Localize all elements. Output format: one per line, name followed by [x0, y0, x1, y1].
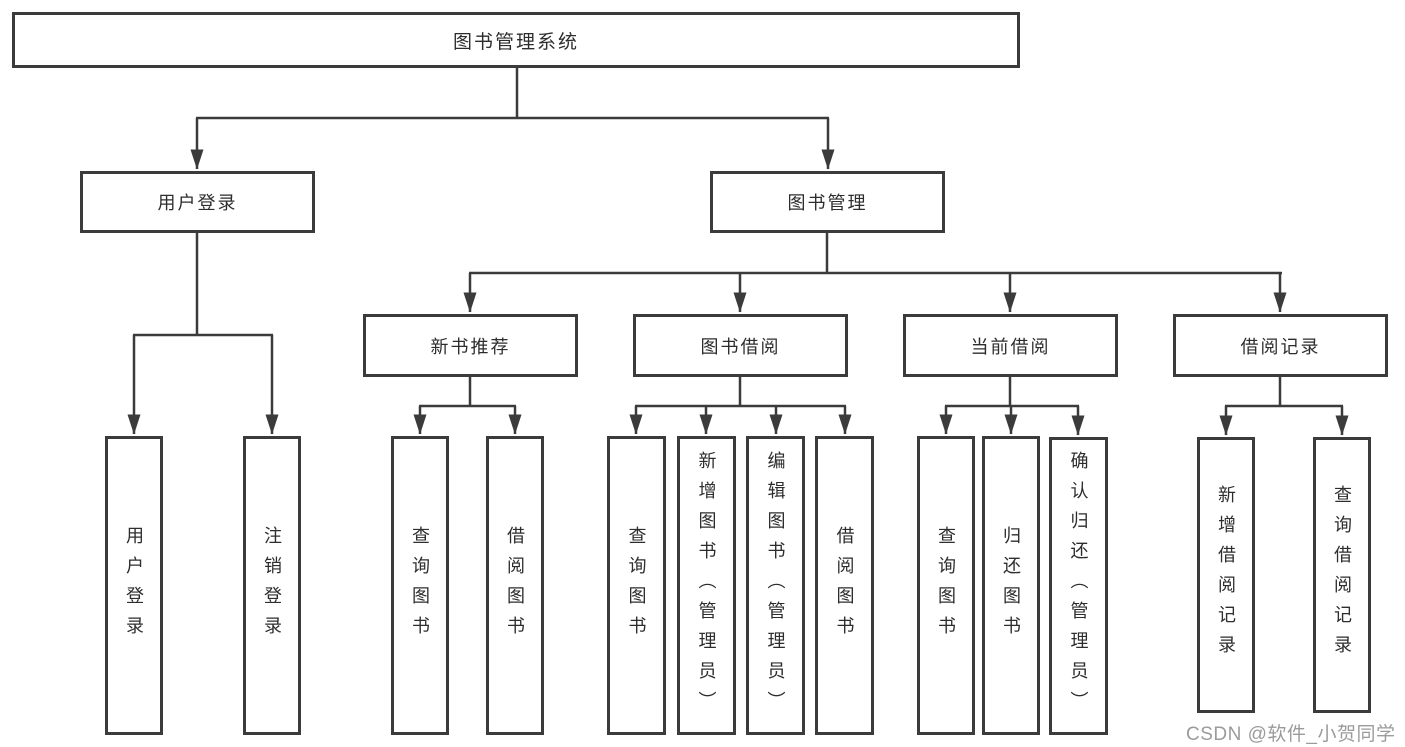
- leaf-borrow-books-recommend-label: 借阅图书: [505, 525, 525, 646]
- node-current-borrowing-label: 当前借阅: [970, 336, 1051, 357]
- leaf-edit-books-admin-label: 编辑图书（管理员）: [765, 450, 786, 721]
- connector-mgmt-to-level3: [463, 233, 1287, 313]
- connector-section-records: [1219, 377, 1349, 436]
- node-current-borrowing: 当前借阅: [903, 314, 1118, 377]
- leaf-borrow-books-recommend: 借阅图书: [486, 436, 544, 735]
- connector-section-current: [939, 377, 1085, 436]
- leaf-add-borrow-record-label: 新增借阅记录: [1216, 485, 1236, 665]
- leaf-logout-label: 注销登录: [262, 525, 282, 646]
- node-borrowing-records-label: 借阅记录: [1240, 336, 1321, 357]
- leaf-query-books-recommend-label: 查询图书: [410, 525, 430, 646]
- connector-root-to-level2: [190, 68, 835, 170]
- node-root-label: 图书管理系统: [452, 31, 579, 53]
- leaf-query-books-borrowing-label: 查询图书: [626, 525, 647, 646]
- node-user-login-branch: 用户登录: [80, 171, 315, 233]
- leaf-logout: 注销登录: [243, 436, 301, 735]
- connector-user-branch: [127, 233, 279, 435]
- leaf-add-books-admin: 新增图书（管理员）: [677, 436, 736, 735]
- node-book-borrowing-label: 图书借阅: [700, 336, 781, 357]
- csdn-watermark: CSDN @软件_小贺同学: [1186, 724, 1396, 745]
- node-book-mgmt-branch: 图书管理: [710, 171, 945, 233]
- connector-section-borrow: [629, 377, 852, 435]
- node-new-book-recommend-label: 新书推荐: [430, 336, 511, 357]
- leaf-return-books-label: 归还图书: [1001, 525, 1021, 646]
- leaf-query-borrow-record: 查询借阅记录: [1313, 437, 1371, 713]
- leaf-query-books-current: 查询图书: [917, 436, 975, 735]
- leaf-return-books: 归还图书: [982, 436, 1040, 735]
- leaf-query-borrow-record-label: 查询借阅记录: [1332, 485, 1352, 665]
- leaf-add-books-admin-label: 新增图书（管理员）: [696, 450, 717, 721]
- node-root-system: 图书管理系统: [12, 12, 1020, 68]
- leaf-add-borrow-record: 新增借阅记录: [1197, 437, 1255, 713]
- leaf-query-books-recommend: 查询图书: [391, 436, 449, 735]
- leaf-confirm-return-admin: 确认归还（管理员）: [1049, 437, 1108, 735]
- leaf-user-login: 用户登录: [105, 436, 163, 735]
- leaf-edit-books-admin: 编辑图书（管理员）: [746, 436, 805, 735]
- node-borrowing-records: 借阅记录: [1173, 314, 1388, 377]
- leaf-query-books-borrowing: 查询图书: [607, 436, 666, 735]
- node-new-book-recommend: 新书推荐: [363, 314, 578, 377]
- leaf-confirm-return-admin-label: 确认归还（管理员）: [1068, 451, 1089, 721]
- leaf-user-login-label: 用户登录: [124, 525, 144, 646]
- node-book-borrowing: 图书借阅: [633, 314, 848, 377]
- node-user-login-branch-label: 用户登录: [157, 193, 238, 213]
- leaf-query-books-current-label: 查询图书: [936, 525, 956, 646]
- connector-section-newbook: [413, 377, 522, 435]
- leaf-borrow-books: 借阅图书: [815, 436, 874, 735]
- leaf-borrow-books-label: 借阅图书: [834, 525, 855, 646]
- node-book-mgmt-branch-label: 图书管理: [787, 193, 868, 213]
